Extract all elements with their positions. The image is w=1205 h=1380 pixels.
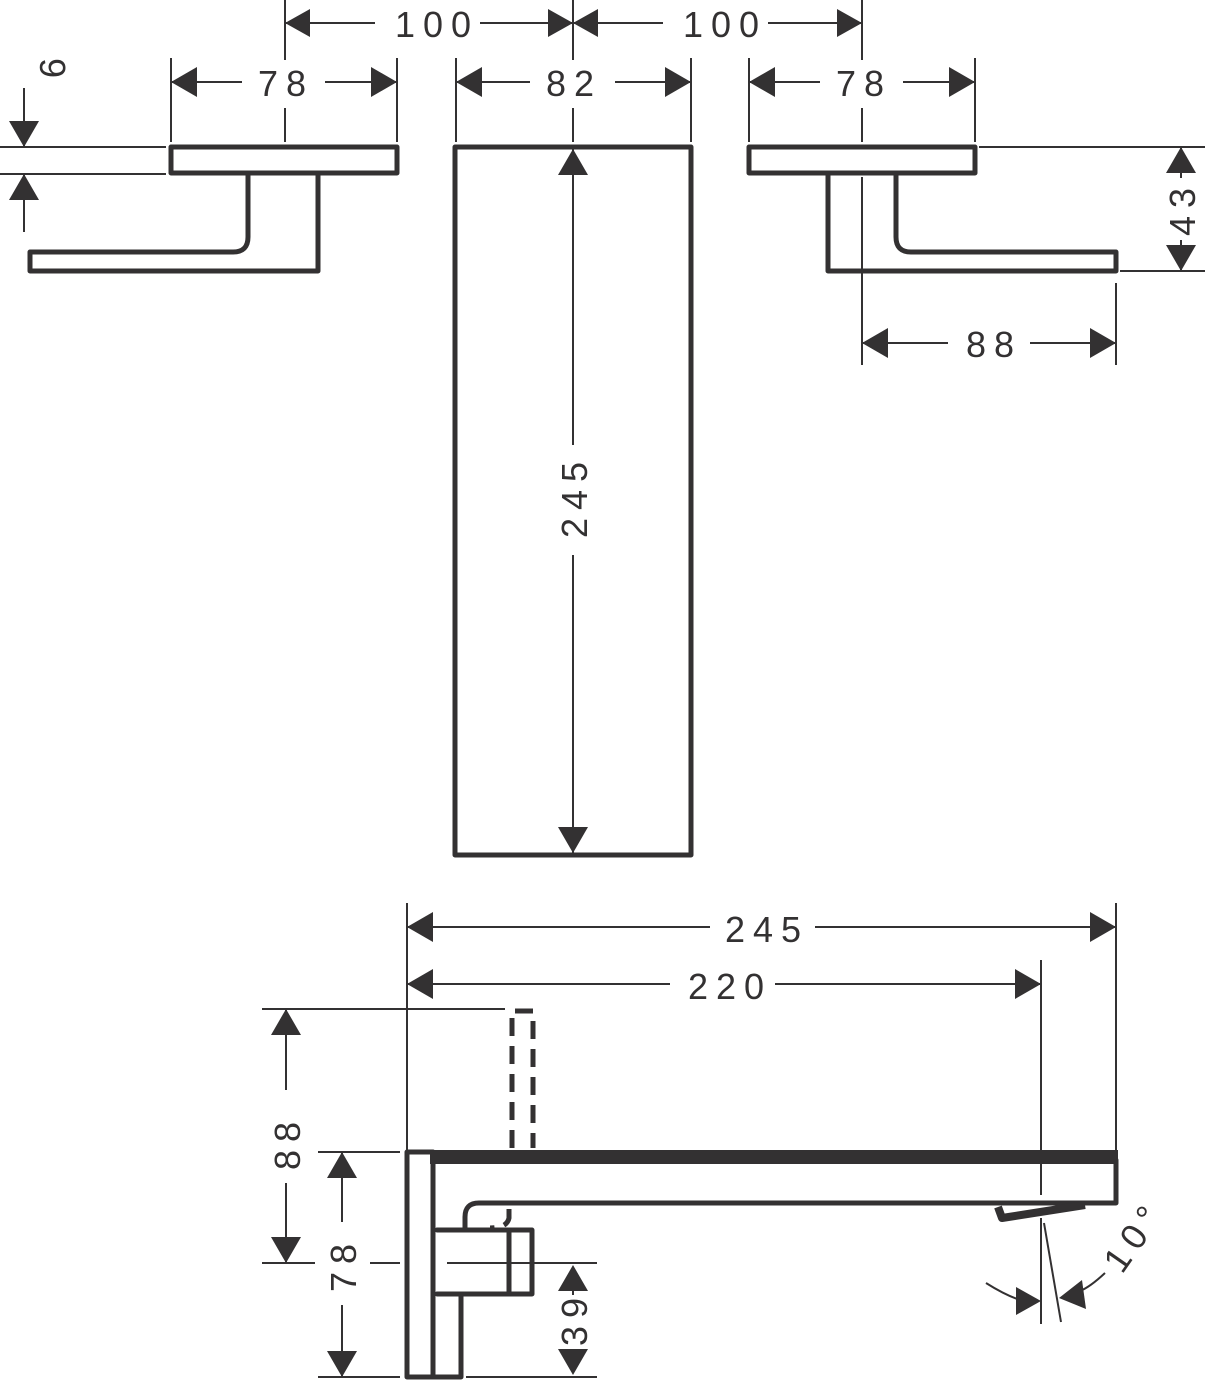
left-handle-lever (27, 172, 321, 274)
arrow-up-icon (327, 1152, 357, 1178)
dimension-label-spacing-left: 100 (395, 4, 479, 45)
dimension-label-left-handle-width: 78 (258, 63, 314, 104)
left-handle-plate (168, 144, 400, 176)
spout-top-edge (430, 1150, 1118, 1164)
arrow-left-icon (407, 969, 433, 999)
dimension-label-overall-length: 245 (725, 909, 809, 950)
arrow-down-icon (271, 1237, 301, 1263)
arrow-up-icon (558, 1265, 588, 1291)
arrow-down-icon (558, 827, 588, 853)
spacing-dimension-right: 100 (573, 0, 863, 60)
arrow-right-icon (1015, 969, 1041, 999)
arrow-left-icon (407, 912, 433, 942)
arrow-down-icon (558, 1349, 588, 1375)
spout-body (430, 1159, 464, 1380)
spout-body-underside (462, 1157, 1119, 1232)
top-left-handle-view: 78 9 (0, 58, 400, 274)
arrow-left-icon (862, 328, 888, 358)
arrow-up-icon (1166, 147, 1196, 173)
dimension-label-spout-length: 245 (554, 454, 595, 538)
dimension-label-right-handle-width: 78 (836, 63, 892, 104)
hidden-valve-curve (489, 1209, 512, 1231)
right-handle-plate (746, 144, 978, 176)
arrow-left-icon (285, 9, 310, 37)
dimension-label-spacing-right: 100 (683, 4, 767, 45)
arrow-left-icon (573, 9, 598, 37)
arrow-right-icon (1016, 1287, 1041, 1315)
hidden-handle-stem (509, 1008, 536, 1148)
dimension-label-outlet-distance: 220 (688, 966, 772, 1007)
top-center-spout-view: 82 245 (452, 58, 694, 858)
side-view: 245 220 88 (262, 903, 1174, 1380)
dimension-label-right-handle-height: 43 (1162, 180, 1203, 236)
arrow-down-icon (9, 121, 39, 147)
arrow-down-icon (327, 1351, 357, 1377)
arrow-right-icon (949, 67, 975, 97)
arrow-right-icon (371, 67, 397, 97)
arrow-up-icon (271, 1009, 301, 1035)
arrow-left-icon (456, 67, 482, 97)
arrow-down-icon (1166, 245, 1196, 271)
arrow-up-icon (9, 174, 39, 200)
dimension-label-lever-reach: 88 (966, 324, 1022, 365)
arrow-left-icon (749, 67, 775, 97)
wall-plate (404, 1149, 436, 1380)
top-right-handle-view: 78 43 88 (746, 58, 1205, 365)
right-handle-lever (825, 172, 1119, 274)
dimension-label-height-above-axis: 88 (267, 1114, 308, 1170)
arrow-right-icon (1090, 328, 1116, 358)
arrow-right-icon (837, 9, 862, 37)
arrow-right-icon (1090, 912, 1116, 942)
arrow-left-icon (1059, 1280, 1086, 1309)
outlet-angle-line (1043, 1222, 1062, 1323)
dimension-label-plate-thickness: 9 (32, 58, 73, 86)
dimension-label-plate-height: 78 (323, 1236, 364, 1292)
dimension-label-axis-height: 39 (554, 1290, 595, 1346)
spacing-dimension-left: 100 (284, 0, 574, 60)
arrow-right-icon (665, 67, 691, 97)
outlet-aerator (994, 1201, 1086, 1222)
arrow-right-icon (548, 9, 573, 37)
arrow-up-icon (558, 149, 588, 175)
arrow-left-icon (171, 67, 197, 97)
dimension-label-spout-width: 82 (546, 63, 602, 104)
